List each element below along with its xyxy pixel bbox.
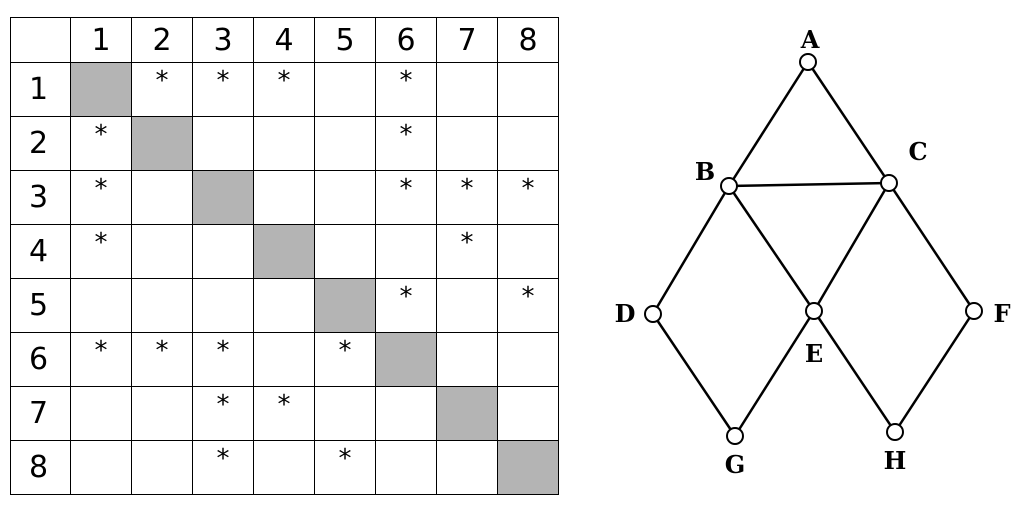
marked-cell: * (375, 278, 437, 333)
edge-F-H (893, 310, 976, 433)
column-header: 3 (192, 17, 254, 63)
empty-cell (131, 440, 193, 495)
row-header: 4 (10, 224, 71, 279)
row-header: 1 (10, 62, 71, 117)
empty-cell (375, 224, 437, 279)
marked-cell: * (192, 440, 254, 495)
table-row: 3**** (10, 170, 559, 225)
node-label: F (993, 299, 1010, 328)
node-E (805, 302, 823, 320)
edge-D-G (651, 313, 737, 437)
diagonal-cell (497, 440, 559, 495)
row-header: 7 (10, 386, 71, 441)
marked-cell: * (131, 332, 193, 387)
marked-cell: * (375, 116, 437, 171)
edge-B-E (727, 185, 816, 312)
edge-A-B (727, 61, 810, 187)
edge-E-H (812, 310, 897, 433)
diagonal-cell (375, 332, 437, 387)
diagonal-cell (131, 116, 193, 171)
table-row: 8** (10, 440, 559, 495)
marked-cell: * (131, 62, 193, 117)
marked-cell: * (70, 170, 132, 225)
empty-cell (131, 224, 193, 279)
edge-A-C (806, 61, 891, 184)
empty-cell (497, 332, 559, 387)
node-label: B (695, 157, 715, 186)
empty-cell (375, 440, 437, 495)
row-header: 3 (10, 170, 71, 225)
edge-C-F (887, 182, 976, 312)
column-header: 6 (375, 17, 437, 63)
marked-cell: * (192, 386, 254, 441)
marked-cell: * (497, 170, 559, 225)
edge-E-G (733, 310, 816, 437)
marked-cell: * (436, 170, 498, 225)
empty-cell (314, 170, 376, 225)
node-C (880, 174, 898, 192)
node-G (726, 427, 744, 445)
node-label: C (908, 137, 927, 166)
node-label: E (805, 339, 823, 368)
marked-cell: * (375, 170, 437, 225)
empty-cell (131, 278, 193, 333)
node-label: H (884, 446, 907, 475)
row-header: 6 (10, 332, 71, 387)
empty-cell (70, 440, 132, 495)
edge-B-D (651, 185, 731, 315)
table-row: 6**** (10, 332, 559, 387)
empty-cell (192, 278, 254, 333)
diagonal-cell (70, 62, 132, 117)
column-header: 8 (497, 17, 559, 63)
node-D (644, 305, 662, 323)
empty-cell (436, 278, 498, 333)
node-B (720, 177, 738, 195)
marked-cell: * (253, 62, 315, 117)
empty-cell (131, 386, 193, 441)
node-A (799, 53, 817, 71)
node-label: G (725, 450, 746, 479)
empty-cell (497, 386, 559, 441)
empty-cell (253, 278, 315, 333)
node-label: A (800, 25, 820, 54)
empty-cell (436, 332, 498, 387)
edge-B-C (728, 181, 890, 188)
marked-cell: * (314, 332, 376, 387)
node-F (965, 302, 983, 320)
diagonal-cell (314, 278, 376, 333)
node-label: D (615, 299, 636, 328)
table-row: 2** (10, 116, 559, 171)
node-H (886, 423, 904, 441)
diagonal-cell (192, 170, 254, 225)
marked-cell: * (70, 332, 132, 387)
marked-cell: * (436, 224, 498, 279)
empty-cell (253, 440, 315, 495)
table-row: 7** (10, 386, 559, 441)
corner-cell (10, 17, 71, 63)
marked-cell: * (70, 224, 132, 279)
edge-C-E (812, 182, 891, 312)
